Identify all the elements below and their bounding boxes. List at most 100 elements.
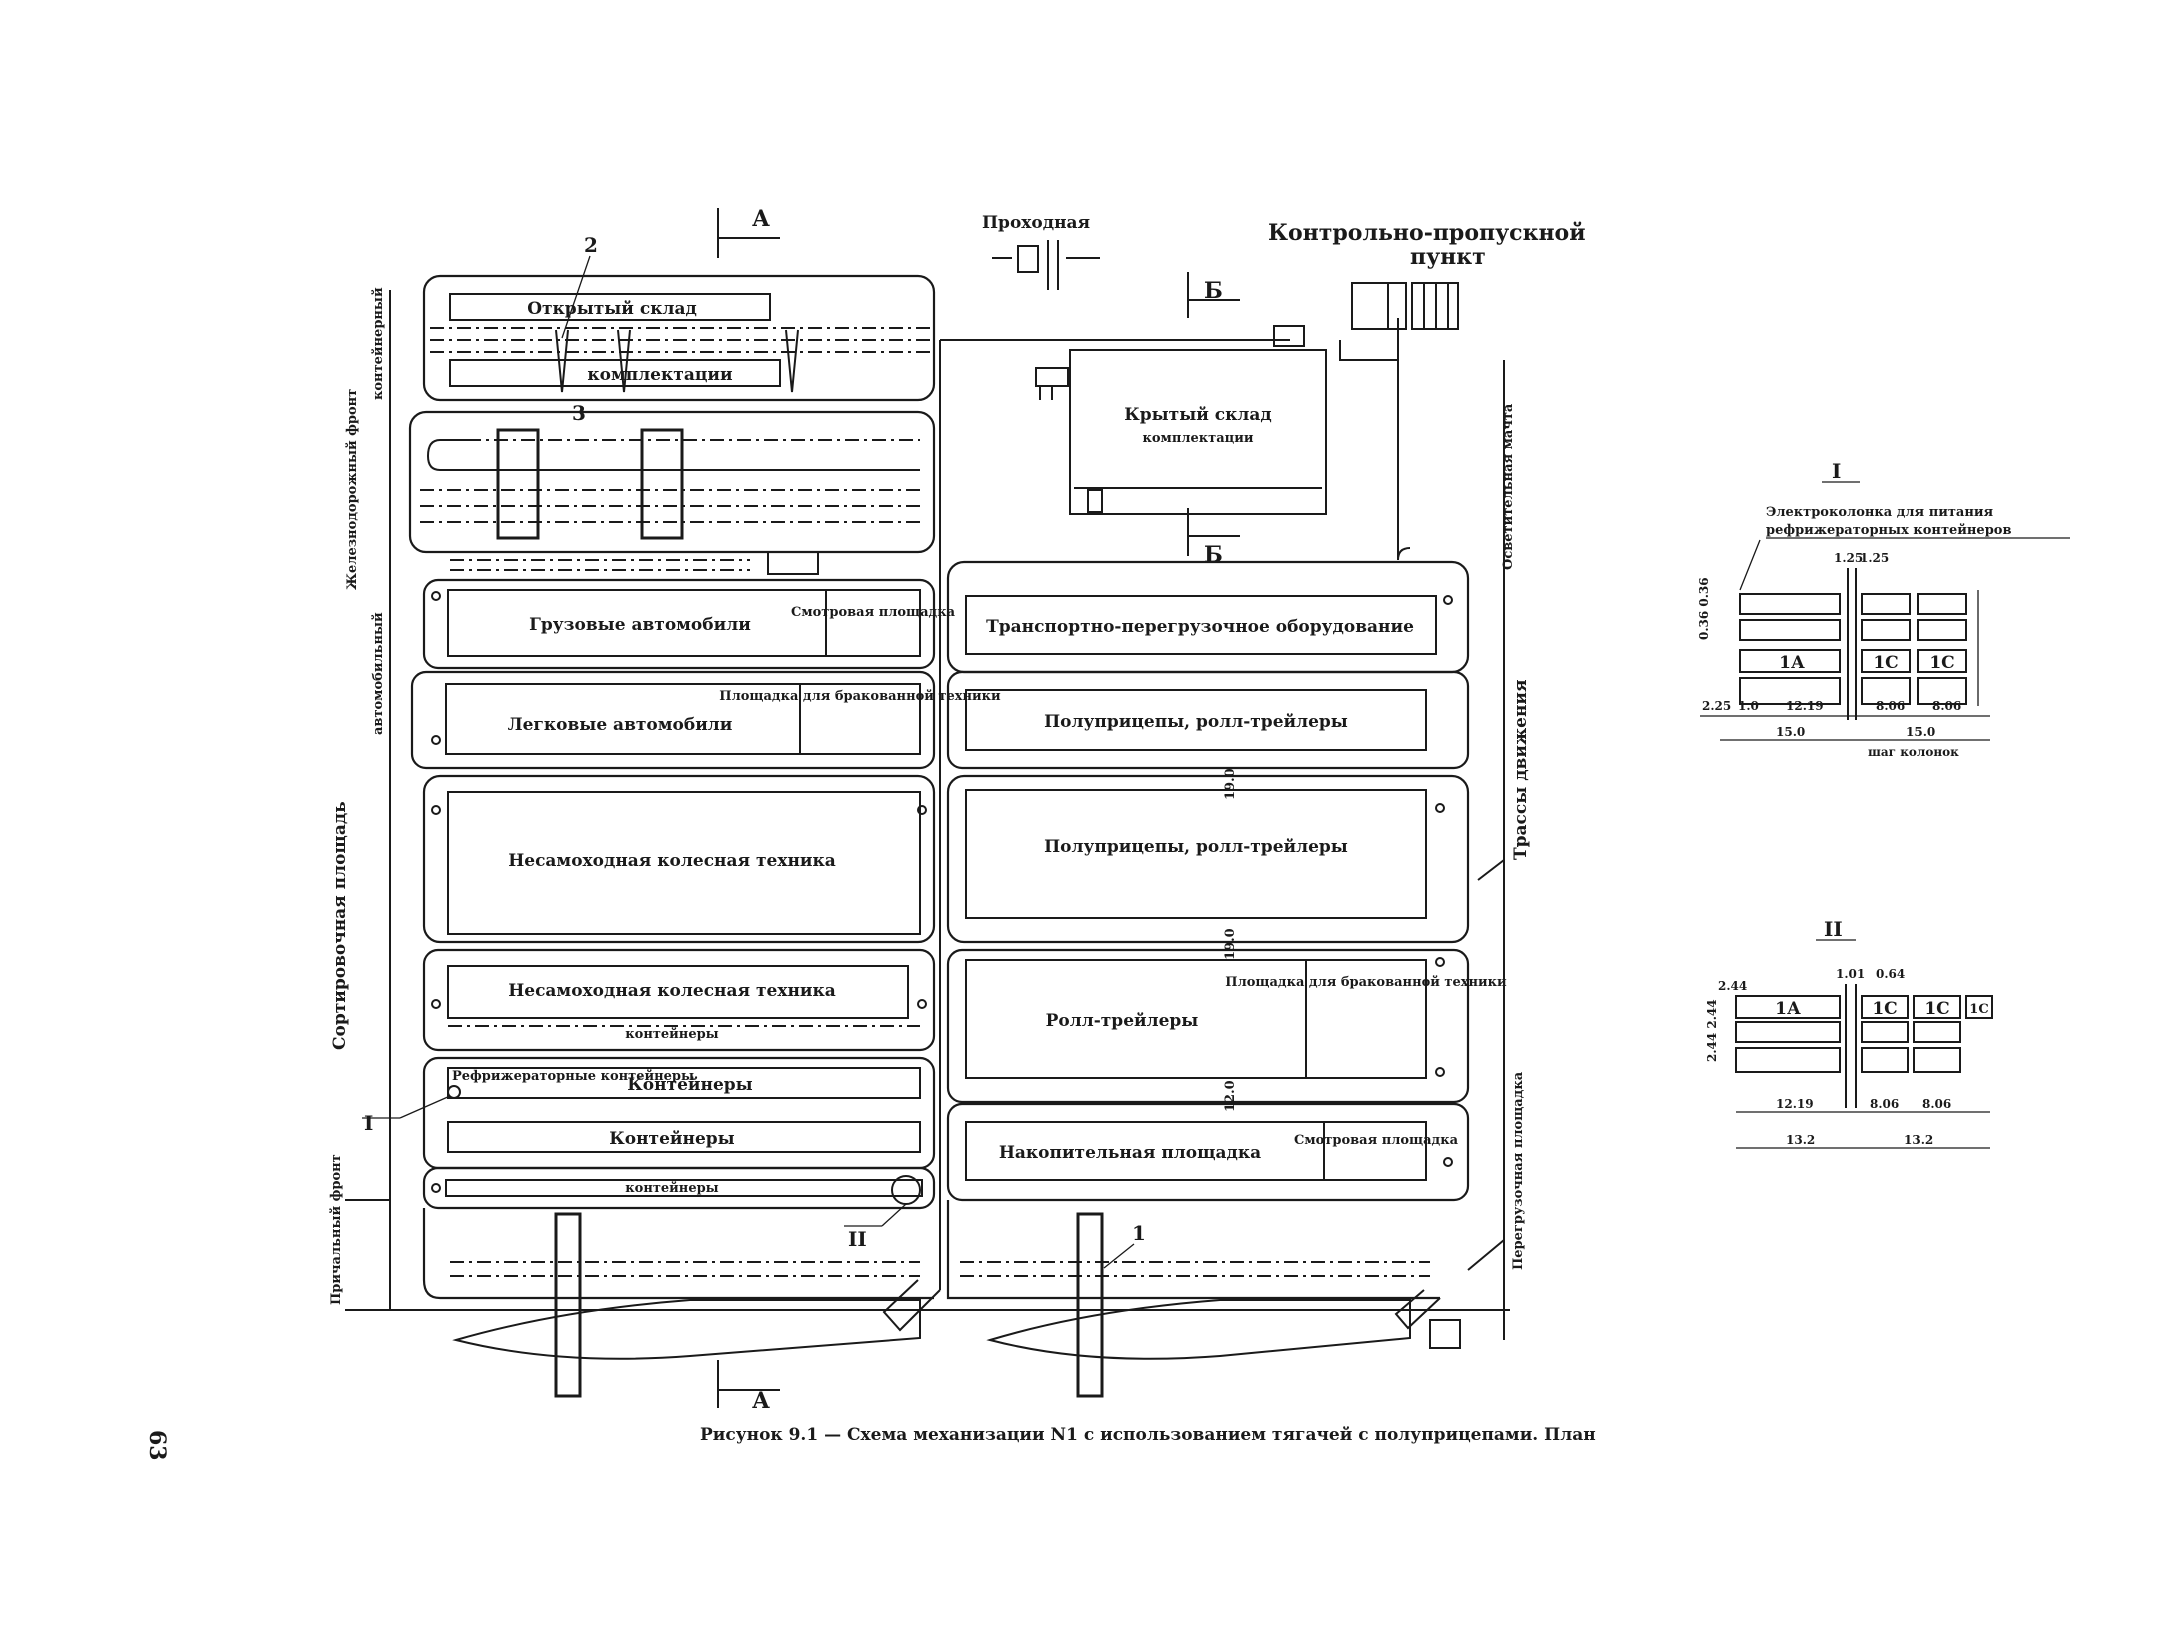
svg-text:Контейнеры: Контейнеры	[627, 1075, 752, 1095]
svg-text:Смотровая площадка: Смотровая площадка	[791, 605, 956, 620]
svg-text:автомобильный: автомобильный	[371, 612, 386, 735]
svg-text:Железнодорожный фронт: Железнодорожный фронт	[345, 389, 360, 590]
cars-zone: Легковые автомобили Площадка для бракова…	[410, 670, 1001, 770]
svg-text:Причальный фронт: Причальный фронт	[329, 1154, 344, 1305]
svg-text:0.36 0.36: 0.36 0.36	[1697, 577, 1711, 640]
semi-rolltrailers-zone-2: Полуприцепы, ролл-трейлеры	[946, 774, 1470, 944]
svg-text:Полуприцепы, ролл-трейлеры: Полуприцепы, ролл-трейлеры	[1044, 712, 1348, 732]
svg-text:II: II	[1824, 917, 1843, 941]
containers-row-zone: контейнеры	[422, 1166, 936, 1210]
svg-text:Открытый склад: Открытый склад	[527, 299, 697, 319]
left-fronts: контейнерный Железнодорожный фронт автом…	[329, 287, 1510, 1311]
checkpoint-label-1: Контрольно-пропускной	[1268, 220, 1586, 246]
callout-1: 1	[1132, 1221, 1146, 1245]
detail-I-callout: I	[362, 1095, 451, 1135]
svg-text:8.06: 8.06	[1876, 699, 1905, 713]
svg-text:Контейнеры: Контейнеры	[609, 1129, 734, 1149]
svg-text:12.19: 12.19	[1776, 1097, 1814, 1111]
svg-text:8.06: 8.06	[1932, 699, 1961, 713]
svg-text:А: А	[752, 206, 770, 232]
svg-text:контейнерный: контейнерный	[371, 287, 386, 400]
page-number: 63	[144, 1430, 170, 1461]
callout-2: 2	[584, 233, 598, 257]
quay-berths	[452, 1212, 1461, 1398]
svg-text:13.2: 13.2	[1904, 1133, 1933, 1147]
svg-text:13.2: 13.2	[1786, 1133, 1815, 1147]
svg-text:Смотровая площадка: Смотровая площадка	[1294, 1133, 1459, 1148]
svg-text:I: I	[364, 1111, 373, 1135]
svg-text:1С: 1С	[1872, 999, 1897, 1019]
svg-text:Рефрижераторные контейнеры: Рефрижераторные контейнеры	[452, 1069, 694, 1084]
section-mark-a-bottom: А	[717, 1360, 780, 1414]
svg-text:8.06: 8.06	[1922, 1097, 1951, 1111]
passage-label: Проходная	[982, 213, 1090, 233]
detail-I: I Электроколонка для питания рефрижерато…	[1697, 459, 2070, 759]
svg-text:Полуприцепы, ролл-трейлеры: Полуприцепы, ролл-трейлеры	[1044, 837, 1348, 857]
svg-text:рефрижераторных контейнеров: рефрижераторных контейнеров	[1766, 523, 2012, 538]
wheeled-equipment-zone-2: Несамоходная колесная техника контейнеры…	[422, 948, 936, 1052]
svg-text:Б: Б	[1204, 278, 1223, 304]
semi-rolltrailers-zone-1: Полуприцепы, ролл-трейлеры	[946, 670, 1470, 770]
svg-text:8.06: 8.06	[1870, 1097, 1899, 1111]
svg-text:1С: 1С	[1969, 1002, 1988, 1017]
svg-text:15.0: 15.0	[1776, 725, 1805, 739]
section-mark-b-bottom: Б	[1187, 508, 1240, 568]
section-mark-a-top: А	[717, 206, 780, 258]
svg-text:2.44 2.44: 2.44 2.44	[1705, 999, 1719, 1062]
svg-text:Транспортно-перегрузочное обор: Транспортно-перегрузочное оборудование	[986, 617, 1414, 637]
right-labels: Осветительная мачта Трассы движения Пере…	[1467, 360, 1531, 1340]
trucks-zone: Грузовые автомобили Смотровая площадка	[422, 578, 956, 670]
svg-text:1С: 1С	[1929, 653, 1954, 673]
passage-symbol	[992, 240, 1100, 290]
svg-text:шаг колонок: шаг колонок	[1868, 745, 1959, 759]
svg-text:комплектации: комплектации	[1142, 431, 1253, 446]
svg-text:Площадка для бракованной техни: Площадка для бракованной техники	[1225, 975, 1507, 990]
section-mark-b-top: Б	[1187, 272, 1240, 318]
svg-text:Перегрузочная площадка: Перегрузочная площадка	[1511, 1071, 1526, 1270]
svg-text:1.25: 1.25	[1834, 551, 1863, 565]
svg-text:1.25: 1.25	[1860, 551, 1889, 565]
svg-text:Площадка для бракованной техни: Площадка для бракованной техники	[719, 689, 1001, 704]
svg-text:1А: 1А	[1775, 999, 1801, 1019]
checkpoint-label-2: пункт	[1410, 244, 1486, 270]
svg-text:Накопительная площадка: Накопительная площадка	[999, 1143, 1261, 1163]
svg-text:1А: 1А	[1779, 653, 1805, 673]
svg-text:II: II	[848, 1227, 867, 1251]
svg-text:Крытый склад: Крытый склад	[1124, 405, 1271, 425]
svg-text:I: I	[1832, 459, 1841, 483]
svg-text:Несамоходная колесная техника: Несамоходная колесная техника	[508, 981, 836, 1001]
svg-text:Трассы движения: Трассы движения	[1511, 679, 1531, 860]
detail-II-callout: II	[844, 1203, 907, 1251]
svg-text:Грузовые автомобили: Грузовые автомобили	[529, 615, 751, 635]
svg-text:1С: 1С	[1873, 653, 1898, 673]
svg-text:12.19: 12.19	[1786, 699, 1824, 713]
svg-text:0.64: 0.64	[1876, 967, 1905, 981]
svg-text:контейнеры: контейнеры	[625, 1027, 718, 1042]
svg-text:1С: 1С	[1924, 999, 1949, 1019]
rolltrailers-zone: Ролл-трейлеры Площадка для бракованной т…	[946, 948, 1507, 1104]
spacing-19-a: 19.0	[1223, 768, 1238, 800]
storage-area-zone: Накопительная площадка Смотровая площадк…	[946, 1102, 1470, 1202]
figure-caption: Рисунок 9.1 — Схема механизации N1 с исп…	[700, 1425, 1596, 1445]
svg-text:А: А	[752, 1388, 770, 1414]
spacing-19-b: 19.0	[1223, 928, 1238, 960]
checkpoint-building	[1351, 282, 1459, 560]
svg-text:комплектации: комплектации	[587, 365, 733, 385]
spacing-12: 12.0	[1223, 1080, 1238, 1112]
svg-text:Сортировочная площадь: Сортировочная площадь	[330, 801, 350, 1050]
wheeled-equipment-zone-1: Несамоходная колесная техника	[422, 774, 936, 944]
svg-text:Б: Б	[1204, 542, 1223, 568]
svg-text:2.44: 2.44	[1718, 979, 1747, 993]
transport-equipment-zone: Транспортно-перегрузочное оборудование	[946, 560, 1470, 674]
railway-tracks-zone	[408, 410, 936, 575]
svg-text:Легковые автомобили: Легковые автомобили	[508, 715, 733, 735]
svg-text:контейнеры: контейнеры	[625, 1181, 718, 1196]
covered-store-zone: Крытый склад комплектации	[940, 325, 1411, 561]
svg-text:1.0: 1.0	[1738, 699, 1759, 713]
svg-text:Ролл-трейлеры: Ролл-трейлеры	[1046, 1011, 1199, 1031]
containers-zone: Рефрижераторные контейнеры Контейнеры Ко…	[422, 1056, 936, 1170]
svg-text:2.25: 2.25	[1702, 699, 1731, 713]
bottom-road-left	[422, 1208, 934, 1300]
open-store-zone: Открытый склад комплектации	[422, 274, 936, 402]
